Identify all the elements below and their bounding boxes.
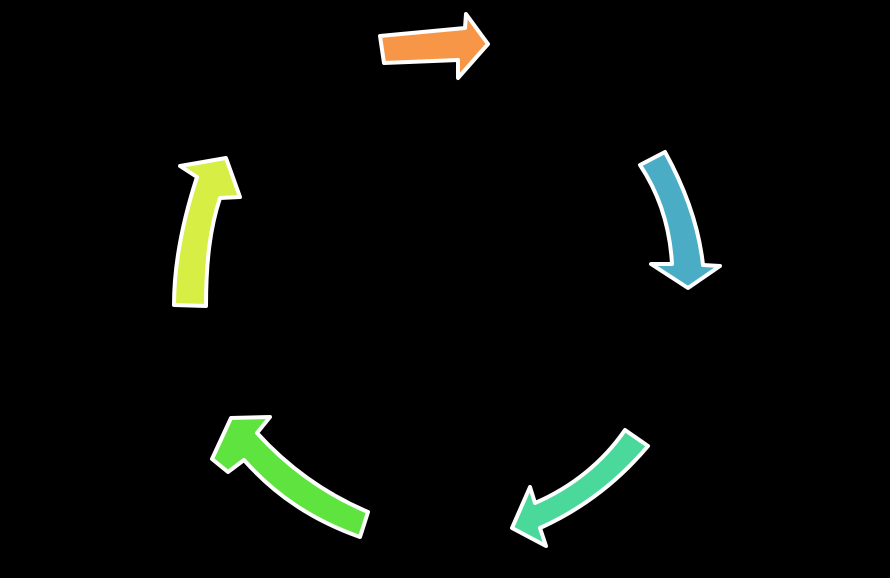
orange-curved-arrow-icon [378,12,490,80]
green-curved-arrow-icon [210,415,370,539]
teal-curved-arrow-icon [510,428,650,548]
blue-curved-arrow-icon [638,150,722,290]
lime-curved-arrow-icon [172,156,242,308]
